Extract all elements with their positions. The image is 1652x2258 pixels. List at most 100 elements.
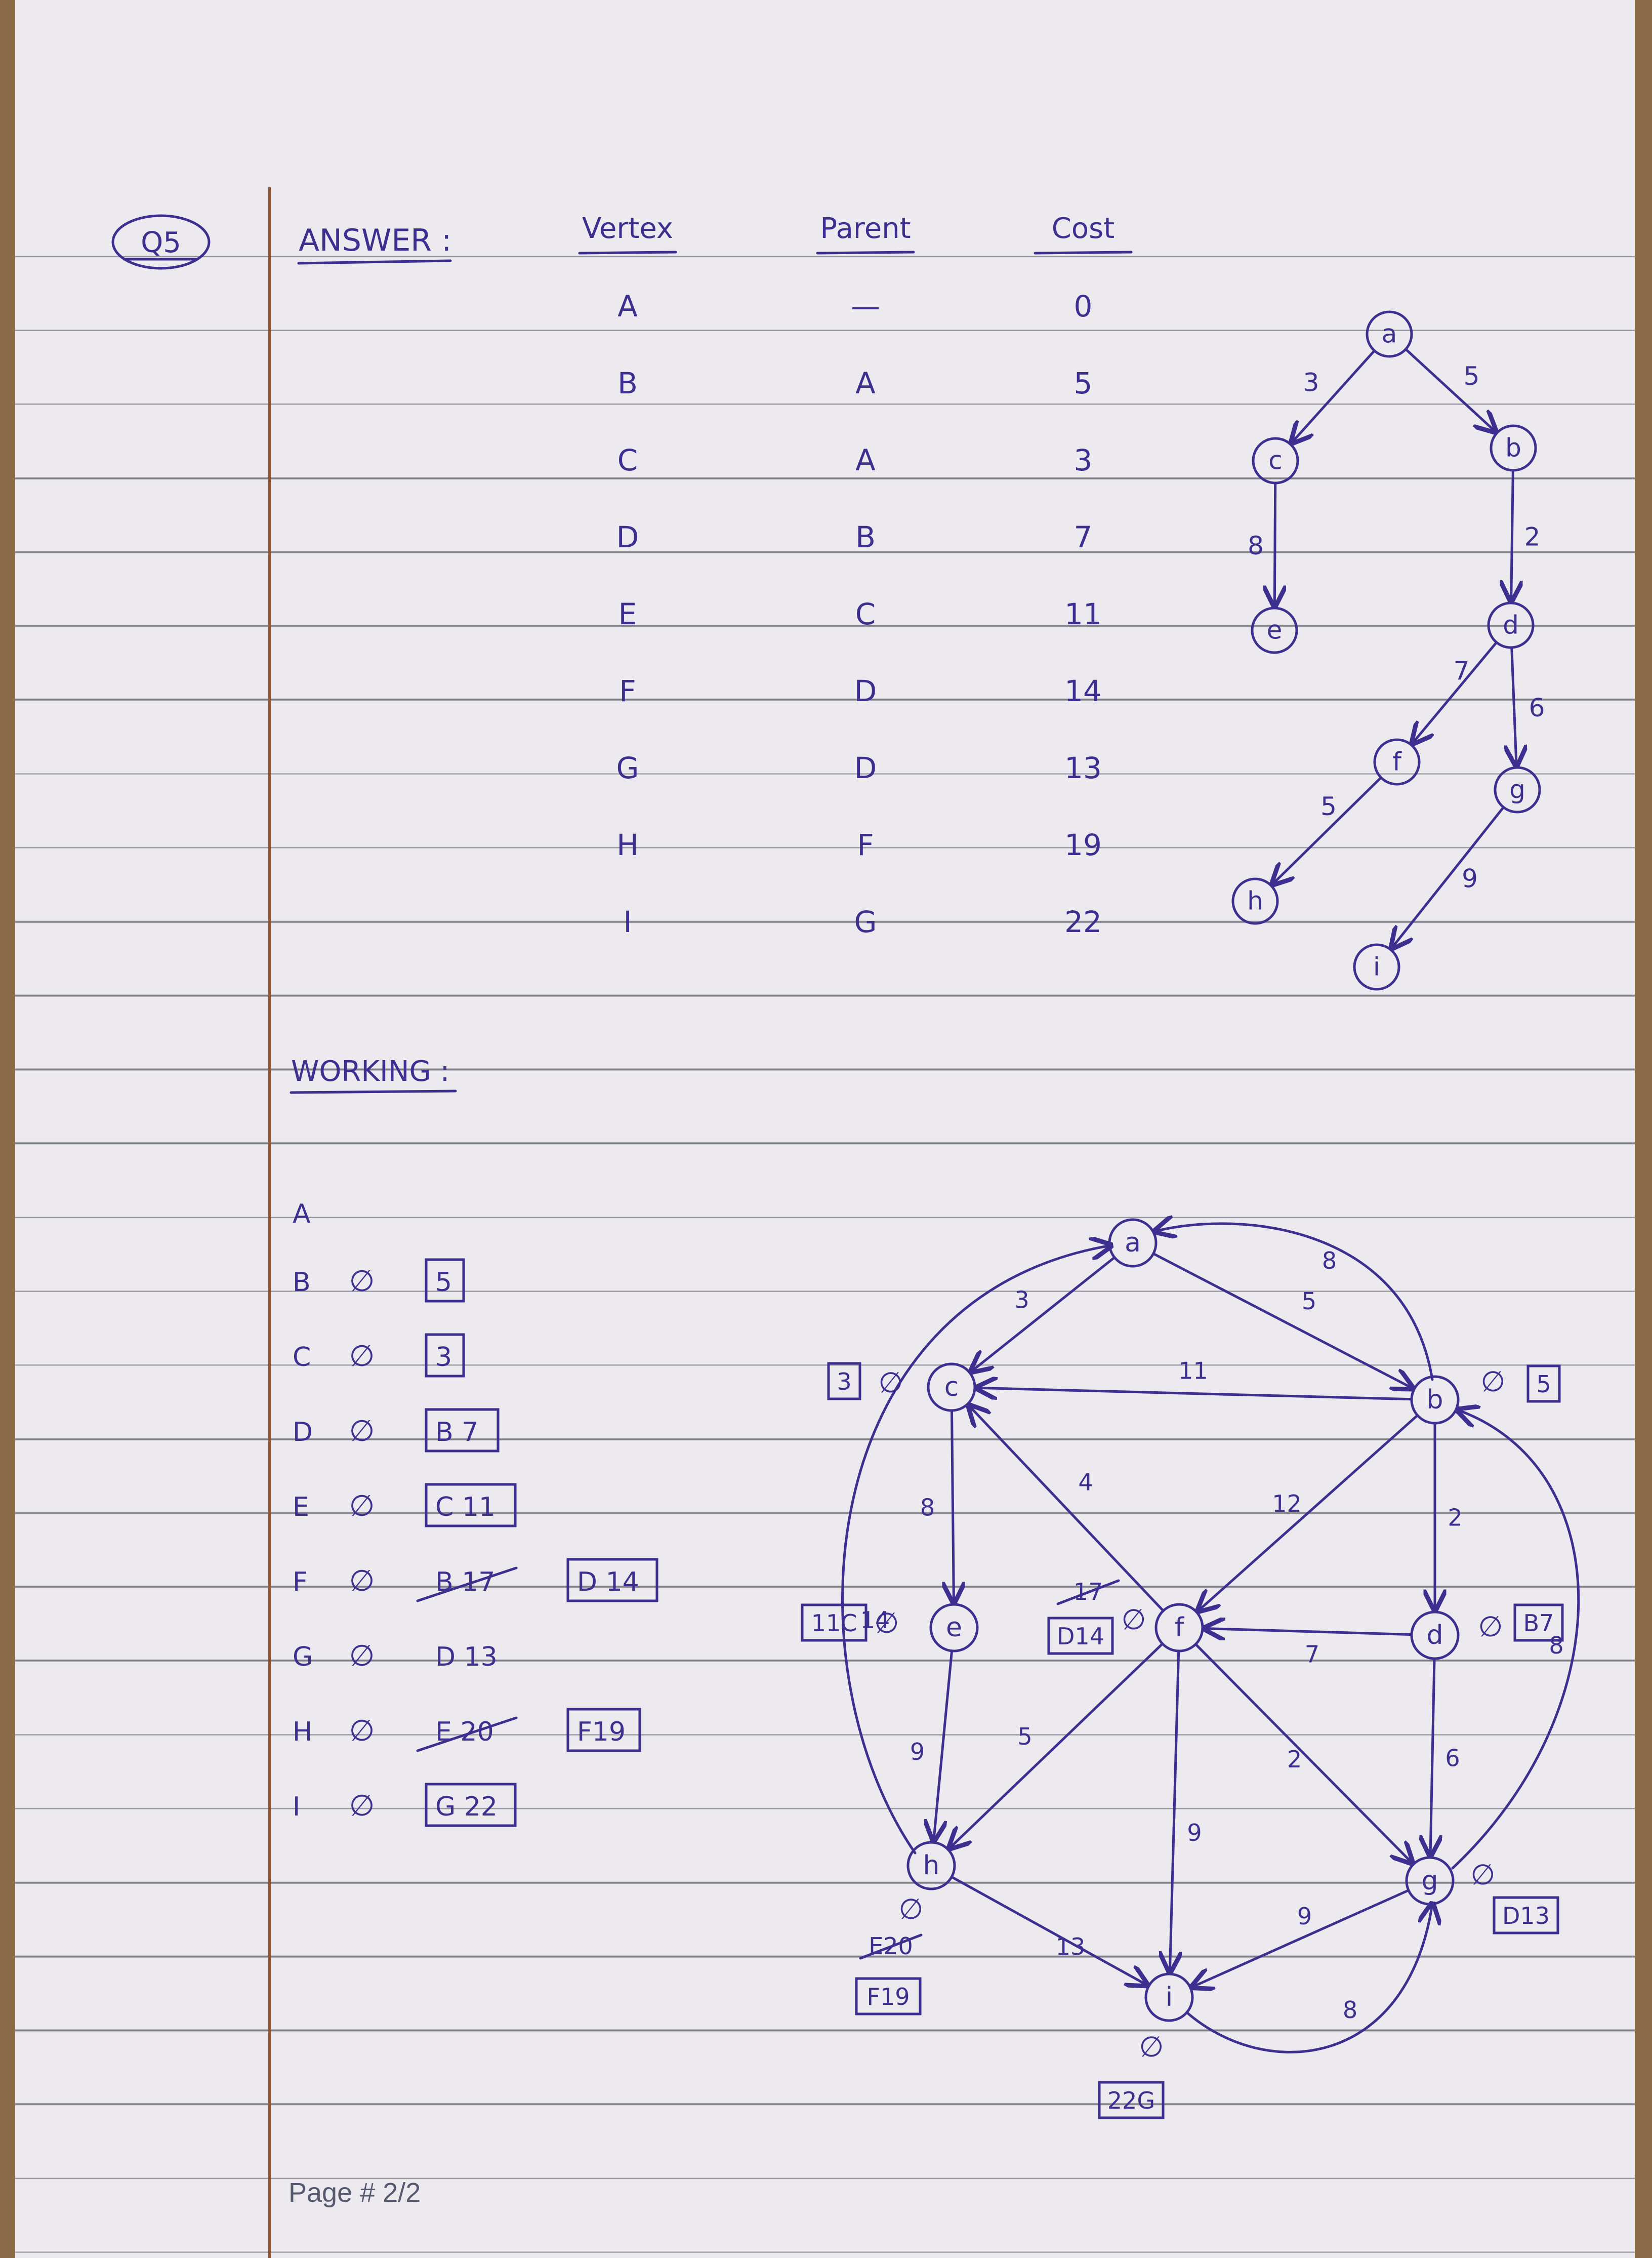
working-line: I∅G 22 <box>293 1783 517 1827</box>
annotation-empty-set: ∅ <box>875 1607 899 1640</box>
working-vertex: D <box>293 1417 313 1447</box>
answer-heading-underline <box>297 259 452 265</box>
annotation-empty-set: ∅ <box>1122 1603 1146 1636</box>
node-a: a <box>1366 310 1413 358</box>
working-value-box <box>425 1258 465 1303</box>
annotation-empty-set: ∅ <box>1471 1859 1496 1891</box>
edge-d-g <box>1512 646 1516 765</box>
annotation-final-value: B7 <box>1523 1609 1554 1637</box>
edge-b-a <box>1155 1224 1434 1381</box>
edge-b-c <box>977 1388 1413 1401</box>
edge-weight-g-i: 9 <box>1462 864 1478 894</box>
edge-c-e <box>1274 481 1275 606</box>
working-empty-set: ∅ <box>349 1264 375 1298</box>
annotation-d: ∅B7 <box>1478 1603 1564 1643</box>
node-circle-e <box>1251 607 1298 654</box>
cost-cell: 11 <box>1064 597 1102 631</box>
parent-cell: A <box>855 443 876 477</box>
notebook-paper <box>15 0 1635 2258</box>
working-value-box <box>566 1708 641 1752</box>
annotation-box <box>1493 1896 1559 1934</box>
node-g: g <box>1494 766 1541 814</box>
edge-g-i <box>1392 805 1505 948</box>
edge-weight-a-b: 5 <box>1302 1287 1316 1315</box>
edge-weight-g-i: 9 <box>1297 1903 1312 1930</box>
node-c: c <box>927 1362 976 1412</box>
node-circle-h <box>1231 877 1279 925</box>
edge-h-a <box>841 1245 1111 1854</box>
node-label-i: i <box>1166 1982 1173 2012</box>
edge-b-f <box>1198 1414 1419 1611</box>
edge-weight-f-h: 5 <box>1320 792 1337 821</box>
edge-weight-d-g: 6 <box>1529 693 1545 722</box>
node-d: d <box>1410 1610 1460 1660</box>
node-f: f <box>1373 738 1421 786</box>
parent-cell: C <box>855 597 876 631</box>
annotation-empty-set: ∅ <box>879 1366 903 1399</box>
cost-cell: 14 <box>1064 674 1102 708</box>
edge-f-g <box>1194 1643 1412 1863</box>
vertex-cell: E <box>618 597 637 631</box>
annotation-final-value: D13 <box>1502 1902 1550 1929</box>
column-header-vertex-underline <box>578 251 677 255</box>
parent-cell: D <box>854 674 877 708</box>
node-label-b: b <box>1426 1385 1443 1415</box>
working-vertex: F <box>293 1567 308 1597</box>
edge-weight-b-c: 11 <box>1178 1357 1208 1385</box>
node-b: b <box>1490 424 1537 472</box>
working-value-box <box>425 1333 465 1378</box>
edge-weight-f-i: 9 <box>1187 1819 1202 1846</box>
page-number: Page # 2/2 <box>288 2178 421 2208</box>
cost-cell: 13 <box>1064 751 1102 785</box>
answer-heading: ANSWER : <box>299 223 451 258</box>
edge-g-b <box>1451 1410 1580 1870</box>
vertex-cell: C <box>617 443 638 477</box>
edge-weight-b-d: 2 <box>1448 1504 1462 1531</box>
question-label: Q5 <box>111 214 211 270</box>
table-row: C A 3 <box>617 443 1093 477</box>
edge-weight-b-f: 12 <box>1272 1490 1302 1517</box>
working-final-value: D 14 <box>577 1567 639 1597</box>
crossout-stroke <box>1056 1579 1120 1605</box>
edge-weight-i-g: 8 <box>1343 1996 1357 2024</box>
node-label-d: d <box>1503 611 1519 640</box>
vertex-cell: B <box>617 366 638 400</box>
annotation-box <box>1047 1617 1114 1655</box>
paper-top-margin <box>15 0 1635 185</box>
node-circle-f <box>1154 1603 1204 1652</box>
annotation-empty-set: ∅ <box>1139 2031 1164 2064</box>
vertex-cell: H <box>616 828 639 862</box>
node-i: i <box>1144 1972 1194 2022</box>
parent-cell: A <box>855 366 876 400</box>
cost-cell: 7 <box>1074 520 1093 554</box>
edge-a-b <box>1404 348 1495 432</box>
annotation-box <box>1098 2081 1165 2119</box>
edge-weight-f-g: 2 <box>1287 1746 1302 1773</box>
edge-weight-e-h: 9 <box>910 1738 925 1765</box>
parent-cell: B <box>855 520 876 554</box>
working-value-box <box>566 1558 658 1602</box>
question-label-text: Q5 <box>141 226 181 259</box>
parent-cell: F <box>857 828 874 862</box>
working-empty-set: ∅ <box>349 1788 375 1823</box>
cost-cell: 3 <box>1074 443 1093 477</box>
working-final-value: 3 <box>435 1342 452 1373</box>
node-label-g: g <box>1509 775 1525 804</box>
working-empty-set: ∅ <box>349 1563 375 1598</box>
edge-weight-a-b: 5 <box>1464 361 1480 391</box>
column-header-cost-underline <box>1034 251 1133 255</box>
column-header-parent: Parent <box>820 212 911 245</box>
working-line: G∅D 13 <box>293 1638 498 1673</box>
vertex-cell: F <box>619 674 636 708</box>
working-final-value: G 22 <box>435 1792 498 1822</box>
margin-rule <box>268 187 271 2258</box>
node-circle-c <box>927 1362 976 1412</box>
node-circle-i <box>1144 1972 1194 2022</box>
annotation-empty-set: ∅ <box>899 1893 924 1926</box>
parent-cell: G <box>854 905 877 939</box>
